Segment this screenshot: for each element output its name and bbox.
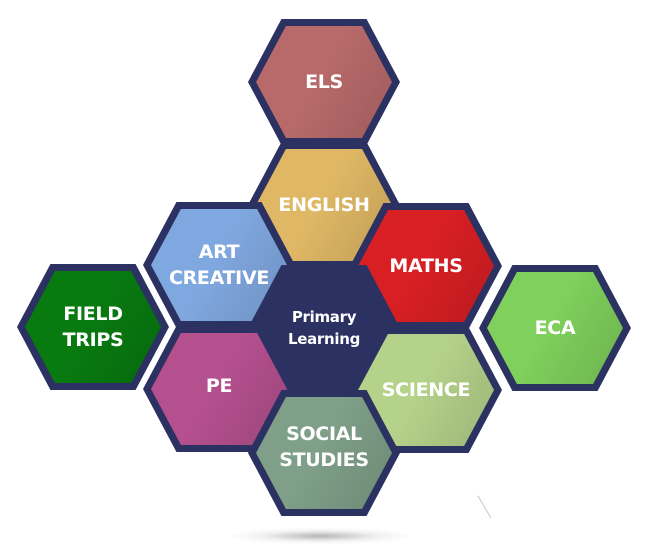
hex-social-studies-label-line1: SOCIAL — [286, 423, 362, 445]
hex-maths-label: MATHS — [389, 255, 463, 277]
center-label-line2: Learning — [287, 330, 361, 348]
hex-els-fill: ELS — [256, 26, 392, 138]
hex-english-label: ENGLISH — [278, 194, 370, 216]
hex-els: ELS — [248, 19, 400, 145]
hex-art-creative-label-line2: CREATIVE — [168, 267, 270, 289]
hex-english: ENGLISH — [248, 142, 400, 268]
drop-shadow — [230, 528, 410, 544]
hex-eca-fill: ECA — [487, 272, 623, 384]
hex-science-label: SCIENCE — [381, 379, 471, 401]
hex-art-creative-label-line1: ART — [198, 241, 240, 263]
hex-eca-label: ECA — [534, 317, 576, 339]
hex-pe-label: PE — [205, 375, 233, 397]
hex-social-studies-label-line2: STUDIES — [279, 449, 369, 471]
center-label-line1: Primary — [291, 308, 357, 326]
decorative-line — [477, 495, 492, 519]
hex-maths: MATHS — [350, 203, 502, 329]
hex-social-studies-fill: SOCIAL STUDIES — [256, 397, 392, 509]
hex-els-label: ELS — [305, 71, 343, 93]
hex-field-trips-label-line2: TRIPS — [62, 329, 124, 351]
hex-field-trips-fill: FIELD TRIPS — [25, 271, 161, 383]
hex-social-studies: SOCIAL STUDIES — [248, 390, 400, 516]
hex-field-trips-label-line1: FIELD — [63, 303, 123, 325]
hex-field-trips: FIELD TRIPS — [17, 264, 169, 390]
hex-eca: ECA — [479, 265, 631, 391]
